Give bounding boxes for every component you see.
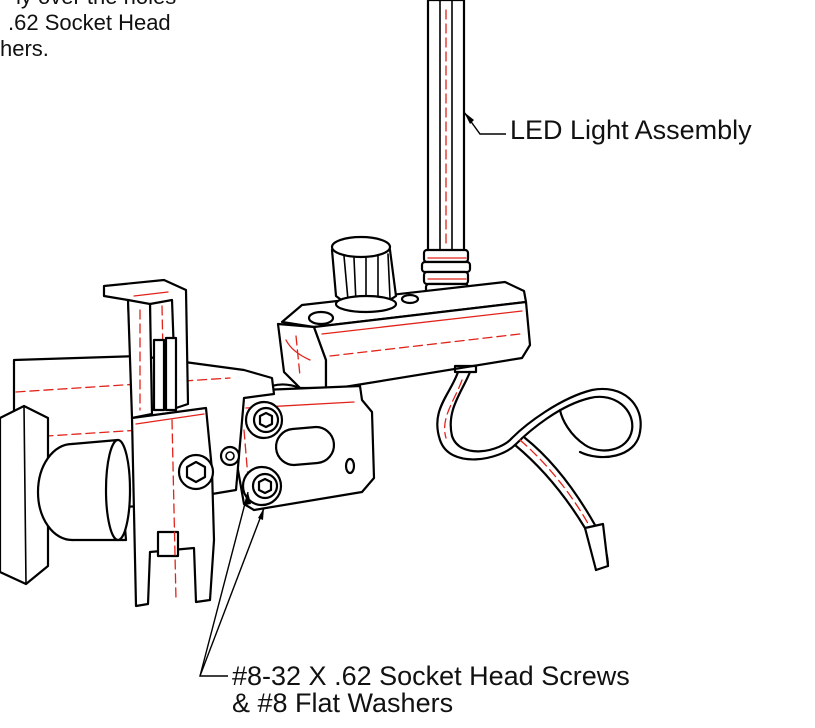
led-leader-line <box>463 111 506 135</box>
led-light-label: LED Light Assembly <box>510 115 752 145</box>
socket-screw-upper <box>244 400 284 440</box>
screw-leader-lines <box>199 491 265 677</box>
power-cable <box>436 364 642 572</box>
dimmer-knob <box>330 235 398 314</box>
led-light-tube <box>426 0 466 254</box>
socket-screw-lower <box>241 465 283 507</box>
instruction-line: hers. <box>0 36 49 61</box>
instruction-line: ly over the holes <box>8 0 176 10</box>
control-box <box>276 280 532 390</box>
instruction-line: .62 Socket Head <box>8 10 171 35</box>
clamp-screw-small <box>219 445 241 467</box>
screw-label-line: #8-32 X .62 Socket Head Screws <box>232 661 630 691</box>
screw-label-line: & #8 Flat Washers <box>232 688 454 718</box>
clamp-screw-hex <box>177 453 215 491</box>
screw-callout-label: #8-32 X .62 Socket Head Screws& #8 Flat … <box>232 663 630 717</box>
